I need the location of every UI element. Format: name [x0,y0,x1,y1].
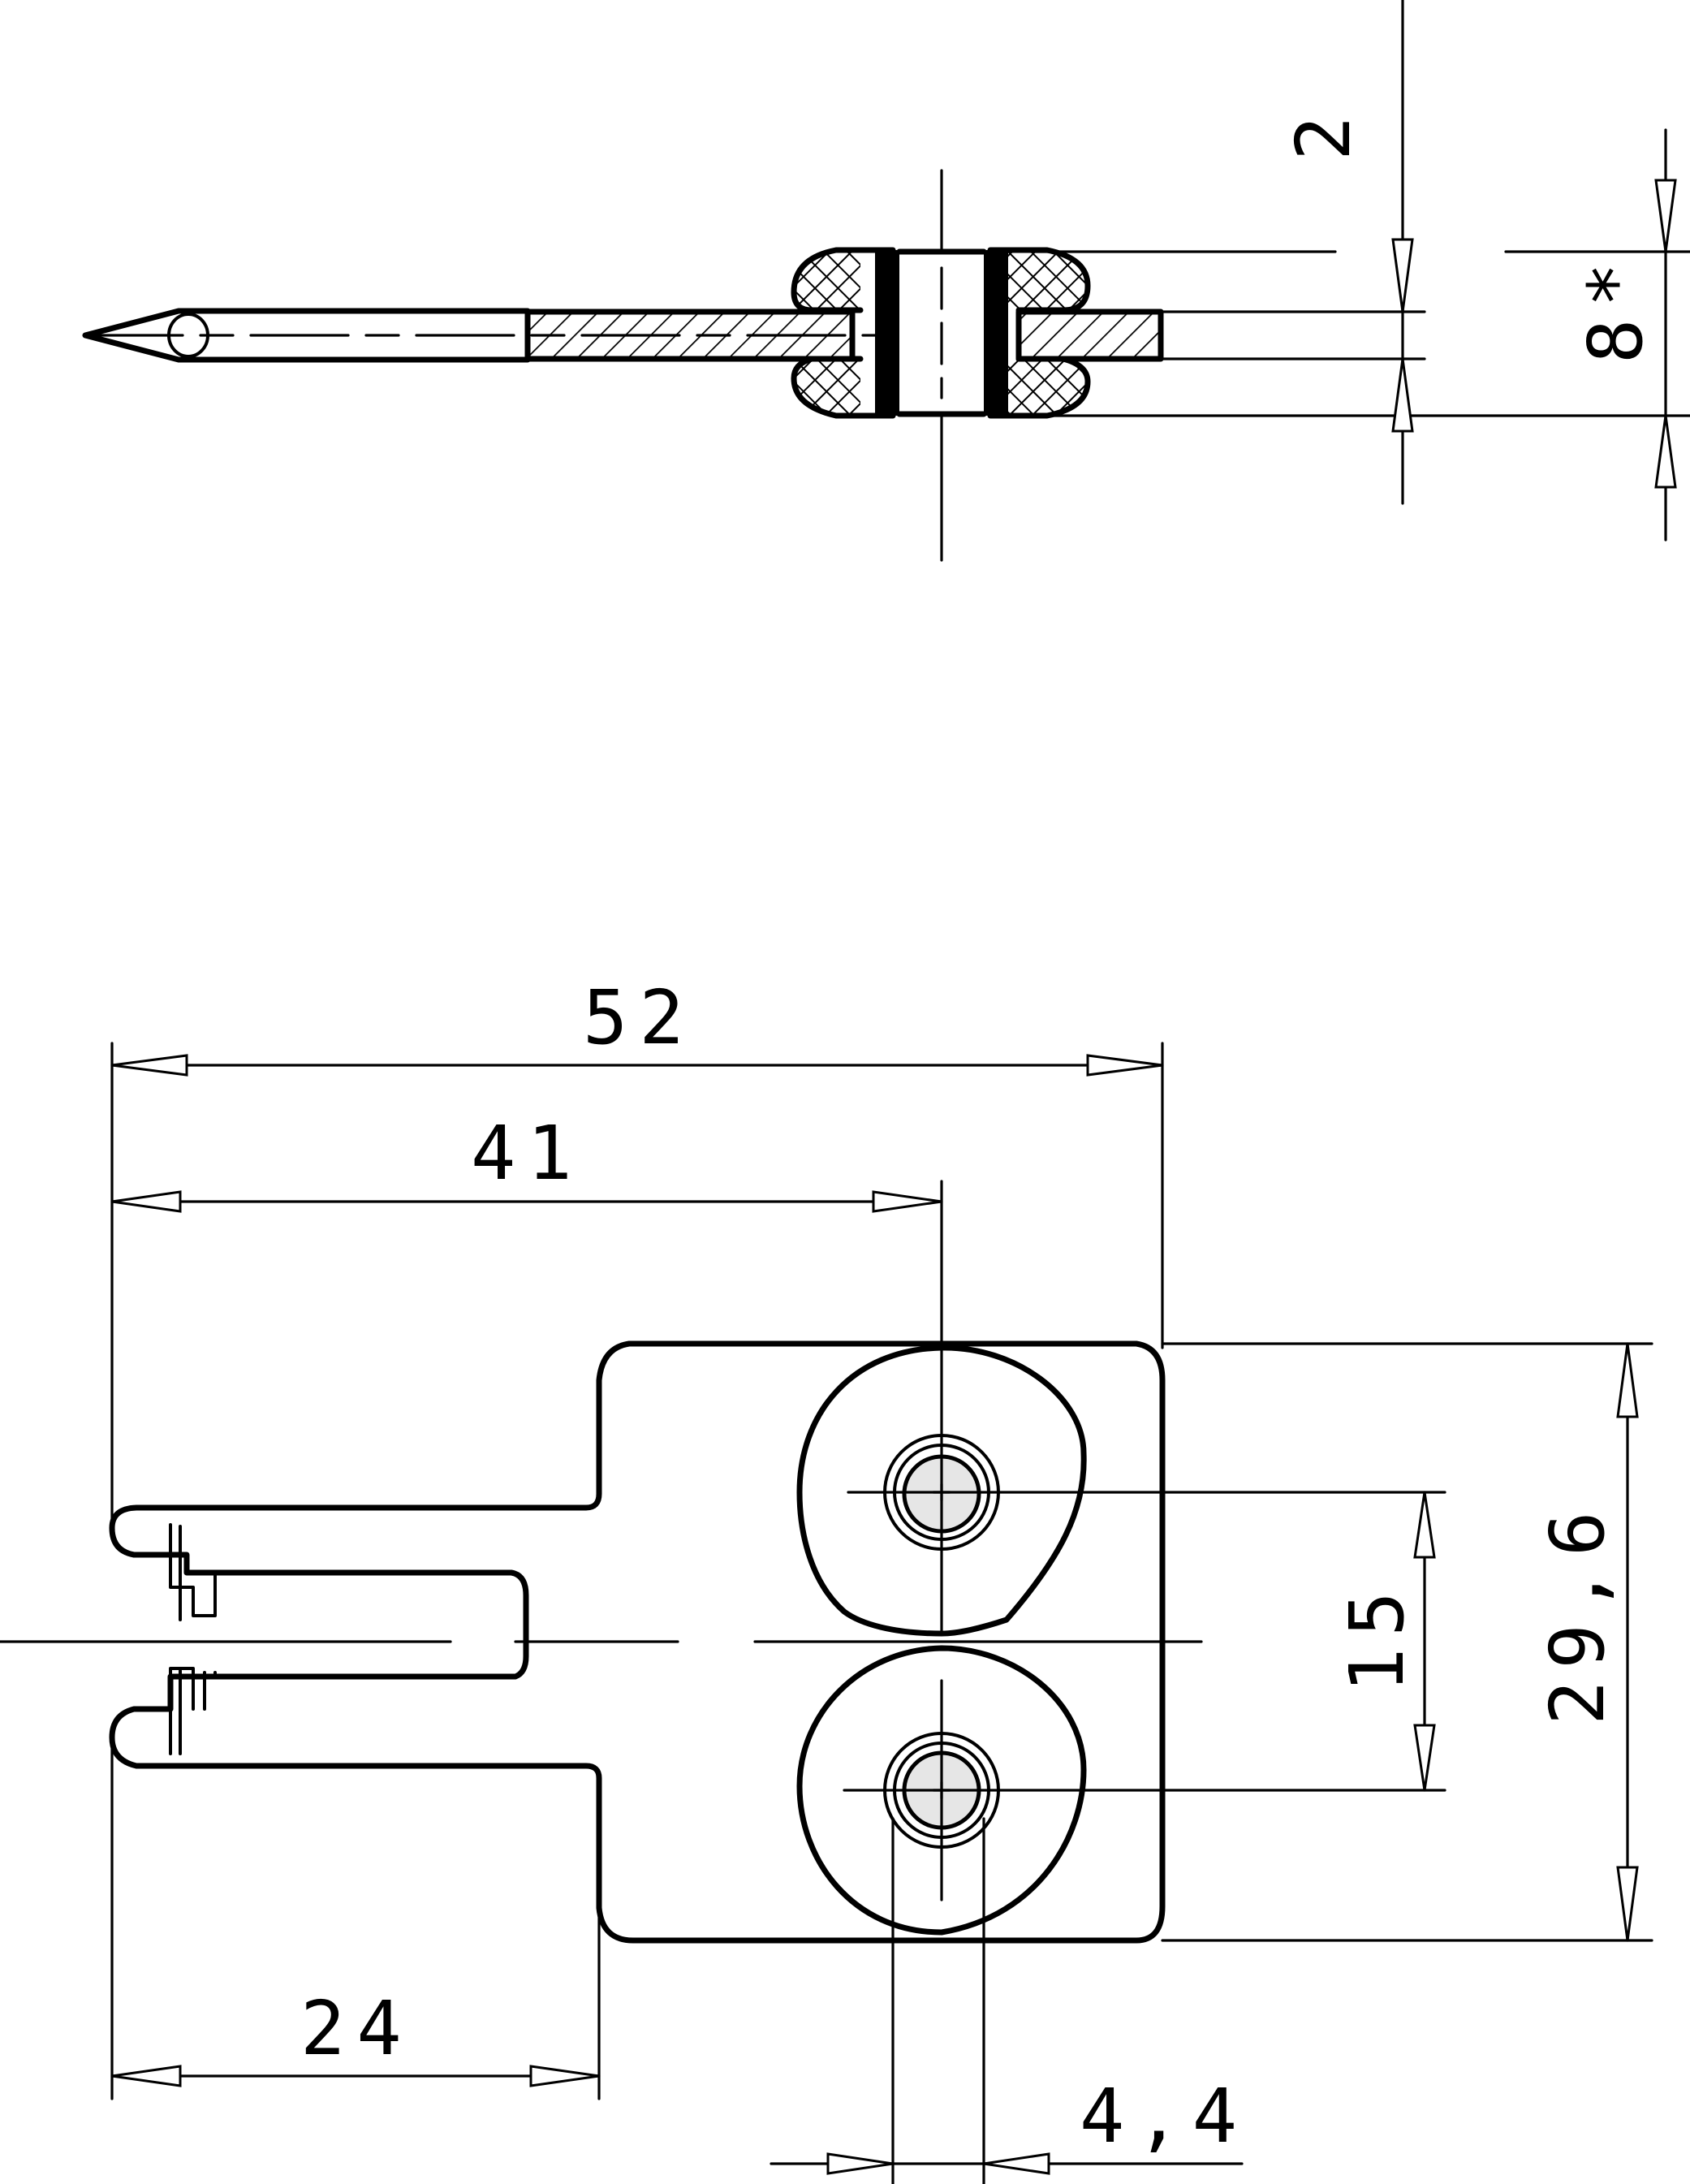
prong-upper-tab [169,1523,217,1617]
side-pin-tip-hole [167,313,209,358]
dim-24-arrow-left [111,2065,182,2087]
upper-center-mark [932,1483,951,1502]
top-view: 52 41 24 15 29,6 4,4 [0,974,1653,2184]
upper-socket-ring [796,1344,1087,1637]
side-strip-hatch-left [528,312,852,359]
dim-15-arrow-bottom [1413,1724,1436,1791]
dim-2-arrow-bottom [1391,358,1414,433]
side-flange-left [875,250,899,416]
dim-15-arrow-top [1413,1491,1436,1559]
dim-15-text: 15 [1334,1580,1421,1693]
dim-8-arrow-top [1654,179,1677,252]
dim-29-6-arrow-top [1616,1343,1639,1418]
side-strip-right [1015,309,1164,362]
side-ring-left [791,247,896,419]
side-ring-right-lower-fill [1003,359,1088,416]
side-ring-right [987,247,1091,419]
dim-41-text: 41 [471,1110,584,1197]
dim-24-arrow-right [529,2065,600,2087]
side-pin-left [82,308,531,363]
side-flange-right [984,250,1008,416]
side-view: 2 8* [82,0,1690,562]
dim-2-text: 2 [1280,105,1367,161]
dim-8-text: 8* [1572,251,1659,364]
side-strip-hatch-right [1019,312,1161,359]
lower-socket-ring [796,1645,1087,1936]
side-ring-right-upper-fill [1003,250,1088,310]
dim-52-arrow-left [111,1054,188,1077]
dim-8-arrow-bottom [1654,415,1677,489]
dim-29-6-text: 29,6 [1534,1500,1621,1725]
side-ring-left-upper-fill [794,250,860,310]
dim-41-arrow-right [872,1190,942,1213]
side-strip-left [524,309,856,362]
dim-41-arrow-left [111,1190,182,1213]
dim-4-4-text: 4,4 [1080,2073,1248,2160]
dim-24-text: 24 [300,1985,413,2072]
dim-4-4-arrow-right [983,2152,1050,2175]
side-ring-left-lower-fill [794,359,860,416]
dim-4-4-arrow-left [826,2152,894,2175]
dim-52-text: 52 [583,974,696,1061]
prong-lower-slot [192,1671,206,1711]
dim-29-6-arrow-bottom [1616,1866,1639,1941]
lower-center-mark [932,1780,951,1800]
dim-52-arrow-right [1086,1054,1163,1077]
dim-2-arrow-top [1391,238,1414,313]
